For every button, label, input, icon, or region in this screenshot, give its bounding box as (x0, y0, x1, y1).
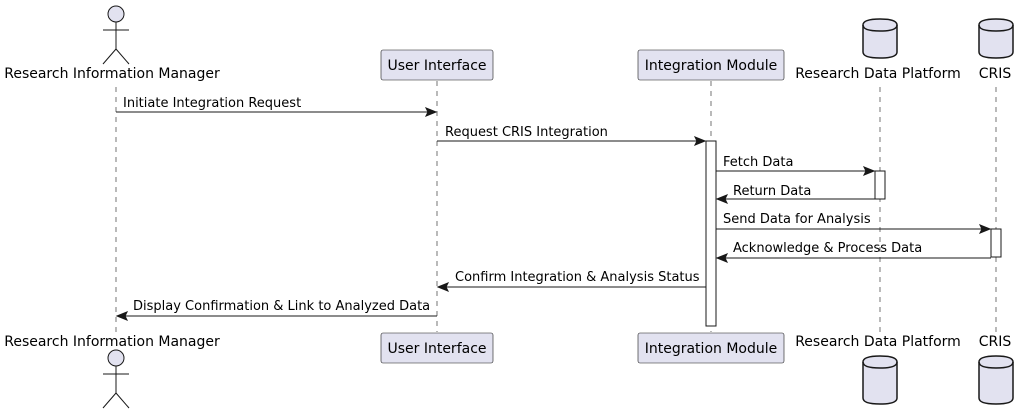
message-label: Acknowledge & Process Data (733, 241, 922, 256)
participant-label-im-top: Integration Module (645, 58, 778, 74)
participant-label-rdp-top: Research Data Platform (795, 66, 961, 82)
participant-box-integration-module-top (637, 49, 785, 81)
arrowhead-right-icon (424, 107, 438, 117)
participant-label-im-bottom: Integration Module (645, 341, 778, 357)
message-label: Send Data for Analysis (723, 212, 871, 227)
participant-label-ui-bottom: User Interface (387, 341, 486, 357)
message-display-confirmation-link: Display Confirmation & Link to Analyzed … (115, 299, 437, 321)
message-acknowledge-process-data: Acknowledge & Process Data (715, 241, 991, 263)
activation-integration-module (705, 140, 717, 327)
activation-research-data-platform (874, 170, 886, 200)
participant-label-rim-top: Research Information Manager (4, 66, 220, 82)
message-label: Initiate Integration Request (123, 96, 301, 111)
actor-head-icon (107, 349, 125, 367)
actor-research-information-manager-top (102, 5, 130, 65)
message-label: Display Confirmation & Link to Analyzed … (133, 299, 430, 314)
participant-box-integration-module-bottom (637, 332, 785, 364)
activation-cris (990, 228, 1002, 258)
database-icon-research-data-platform-top (862, 18, 898, 59)
message-label: Request CRIS Integration (445, 125, 608, 140)
participant-box-user-interface-bottom (380, 332, 494, 364)
participant-label-rdp-bottom: Research Data Platform (795, 334, 961, 350)
participant-label-ui-top: User Interface (387, 58, 486, 74)
message-fetch-data: Fetch Data (716, 155, 876, 176)
actor-head-icon (107, 5, 125, 23)
message-label: Fetch Data (723, 155, 793, 170)
database-icon-cris-top (978, 18, 1014, 59)
participant-label-rim-bottom: Research Information Manager (4, 334, 220, 350)
message-return-data: Return Data (715, 184, 875, 204)
participant-label-cris-bottom: CRIS (979, 334, 1012, 350)
actor-research-information-manager-bottom (102, 349, 130, 409)
arrowhead-left-icon (436, 282, 450, 292)
arrowhead-right-icon (978, 224, 992, 234)
database-icon-research-data-platform-bottom (862, 355, 898, 405)
arrowhead-left-icon (715, 194, 729, 204)
message-confirm-integration-analysis-status: Confirm Integration & Analysis Status (436, 270, 706, 292)
arrowhead-right-icon (862, 166, 876, 176)
arrowhead-left-icon (115, 311, 129, 321)
message-initiate-integration-request: Initiate Integration Request (116, 96, 438, 117)
message-send-data-for-analysis: Send Data for Analysis (716, 212, 992, 234)
arrowhead-right-icon (693, 136, 707, 146)
database-icon-cris-bottom (978, 355, 1014, 405)
participant-box-user-interface-top (380, 49, 494, 81)
arrowhead-left-icon (715, 253, 729, 263)
message-label: Return Data (733, 184, 811, 199)
message-request-cris-integration: Request CRIS Integration (437, 125, 707, 146)
message-label: Confirm Integration & Analysis Status (455, 270, 700, 285)
participant-label-cris-top: CRIS (979, 66, 1012, 82)
